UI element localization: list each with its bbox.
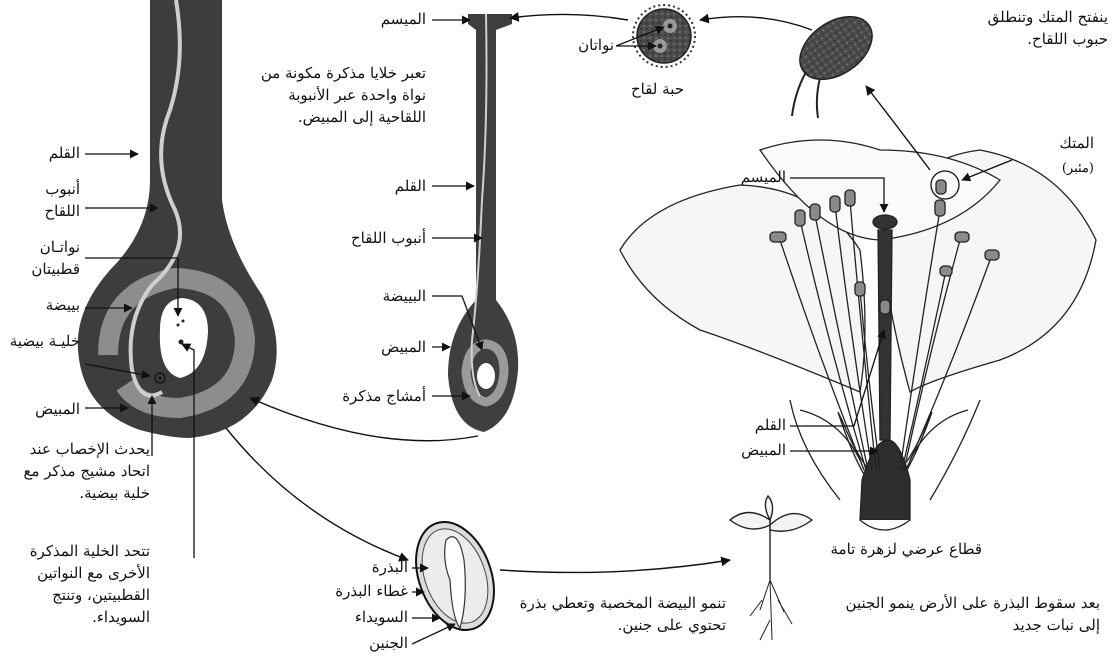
label-anther-alt: (مئبر) <box>1062 158 1094 180</box>
tall-pistil-note: تعبر خلايا مذكرة مكونة من نواة واحدة عبر… <box>236 62 426 128</box>
seedling-note: بعد سقوط البذرة على الأرض ينمو الجنين إل… <box>840 592 1100 636</box>
label-seed-coat: غطاء البذرة <box>335 580 408 602</box>
seedling <box>730 496 812 640</box>
fertilization-note: يحدث الإخصاب عند اتحاد مشيج مذكر مع خلية… <box>4 438 150 504</box>
label-flower-style: القلم <box>755 414 786 436</box>
label-flower-stigma: الميسم <box>741 166 786 188</box>
anther-release-note: ينفتح المتك وتنطلق حبوب اللقاح. <box>976 6 1108 50</box>
label-anther: المتك <box>1059 132 1094 154</box>
label-tall-style: القلم <box>395 175 426 197</box>
seed <box>402 511 508 641</box>
label-embryo: الجنين <box>369 632 408 654</box>
label-tall-ovary: المبيض <box>381 336 426 358</box>
label-tall-pollen-tube: أنبوب اللقاح <box>351 227 426 249</box>
label-large-ovary: المبيض <box>35 398 80 420</box>
label-seed: البذرة <box>372 556 408 578</box>
seed-note: تنمو البيضة المخصبة وتعطي بذرة تحتوي على… <box>516 592 726 636</box>
label-polar-nuclei: نواتـان قطبيتان <box>8 236 80 280</box>
endosperm-note: تتحد الخلية المذكرة الأخرى مع النواتين ا… <box>2 540 150 628</box>
label-seed-endosperm: السويداء <box>355 606 408 628</box>
flower-caption: قطاع عرضي لزهرة تامة <box>831 538 982 560</box>
flower-section <box>620 140 1096 530</box>
label-large-ovule: بييضة <box>46 294 80 316</box>
label-tall-ovule: البييضة <box>383 285 426 307</box>
label-large-style: القلم <box>49 142 80 164</box>
label-flower-ovary: المبيض <box>741 439 786 461</box>
label-egg-cell: خليـة بيضية <box>8 330 80 352</box>
label-tall-stigma: الميسم <box>381 8 426 30</box>
label-sperm: أمشاج مذكرة <box>342 385 426 407</box>
label-large-pollen-tube: أنبوب اللقاح <box>8 178 80 222</box>
anther-open <box>788 4 883 118</box>
tall-pistil <box>448 14 518 432</box>
label-pollen-grain: حبة لقاح <box>631 78 684 100</box>
label-pollen-nuclei: نواتان <box>578 34 614 56</box>
